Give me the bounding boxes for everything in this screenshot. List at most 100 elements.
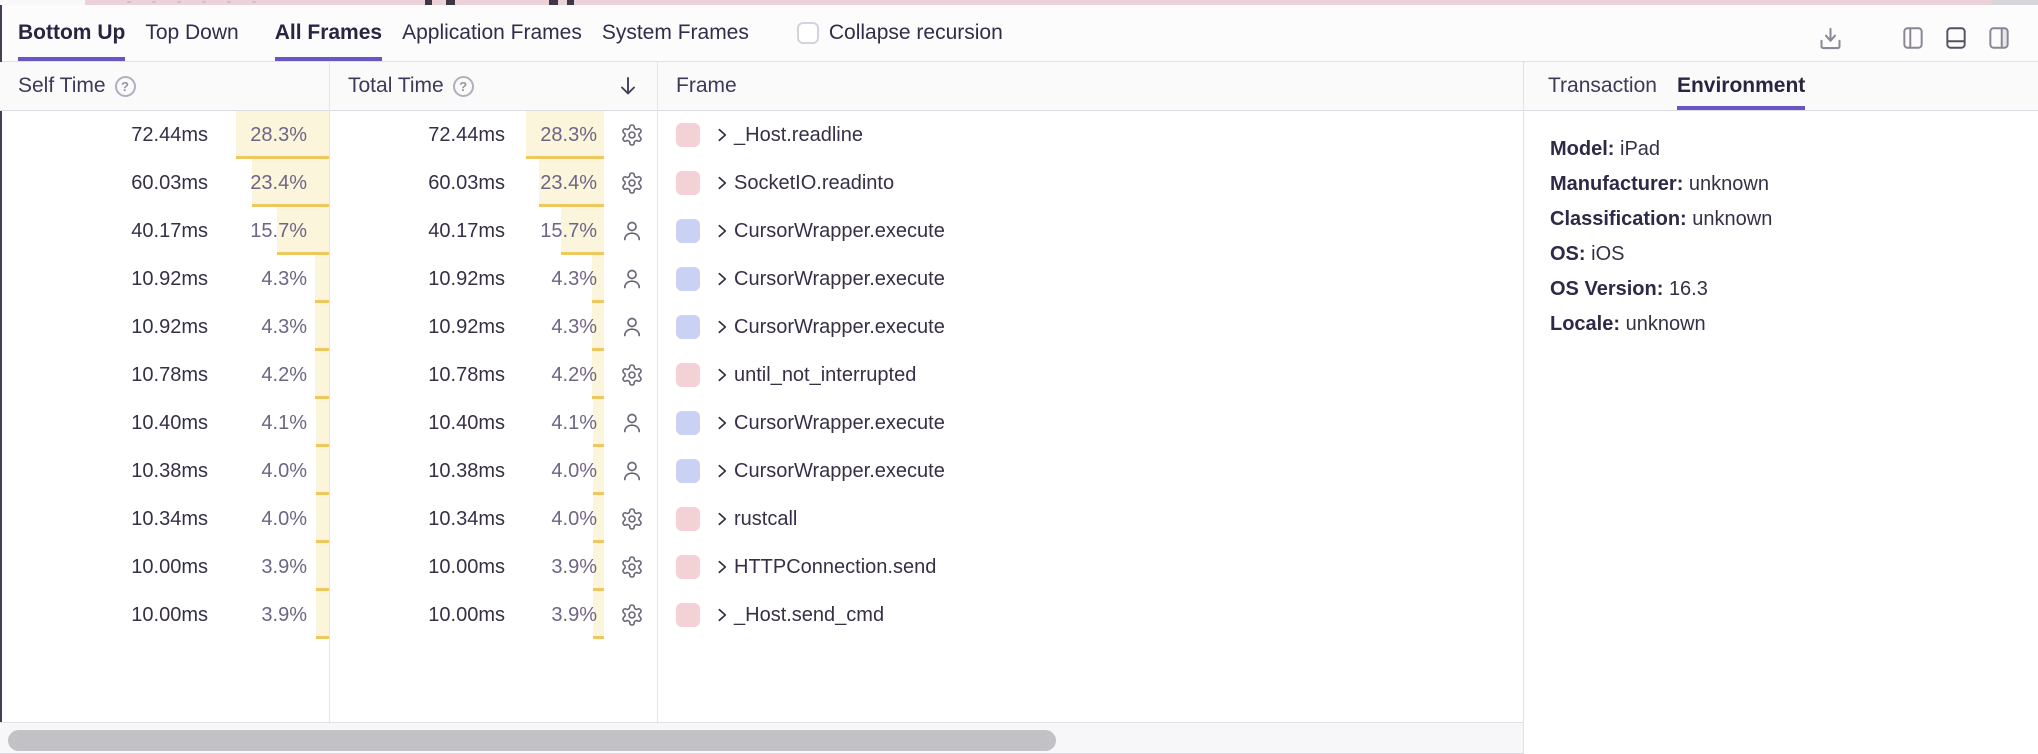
tab-label: Bottom Up: [18, 21, 126, 44]
detail-label: OS Version:: [1550, 278, 1664, 300]
self-time-percent: 4.3%: [261, 316, 307, 338]
self-time-cell: 60.03ms 23.4%: [0, 159, 329, 207]
layout-split-bottom-icon[interactable]: [1943, 24, 1969, 52]
system-frame-gear-icon: [620, 123, 644, 147]
frame-color-swatch: [676, 123, 700, 147]
self-weight-bar: [251, 159, 329, 207]
expand-chevron-icon[interactable]: [714, 127, 730, 143]
self-time-cell: 10.78ms 4.2%: [0, 351, 329, 399]
column-header-self-time[interactable]: Self Time ?: [18, 62, 136, 110]
environment-details: Model: iPad Manufacturer: unknown Classi…: [1524, 111, 2038, 342]
column-divider[interactable]: [329, 62, 330, 722]
horizontal-scrollbar-thumb[interactable]: [8, 730, 1056, 751]
column-header-total-time[interactable]: Total Time ?: [348, 62, 474, 110]
total-time-cell: 10.34ms 4.0%: [330, 495, 657, 543]
minimap-tick: [202, 1, 206, 3]
expand-chevron-icon[interactable]: [714, 511, 730, 527]
frame-name: CursorWrapper.execute: [734, 268, 945, 290]
total-time-cell: 40.17ms 15.7%: [330, 207, 657, 255]
tab-label: Environment: [1676, 74, 1806, 97]
total-time-cell: 60.03ms 23.4%: [330, 159, 657, 207]
self-weight-bar: [315, 447, 329, 495]
self-time-percent: 4.2%: [261, 364, 307, 386]
frame-cell: until_not_interrupted: [658, 351, 1523, 399]
column-header-frame[interactable]: Frame: [676, 62, 737, 110]
expand-chevron-icon[interactable]: [714, 319, 730, 335]
detail-value: unknown: [1688, 173, 1769, 195]
frame-table-row[interactable]: 10.40ms 4.1% 10.40ms 4.1% CursorWrapper.…: [0, 399, 1523, 447]
frame-table-row[interactable]: 10.00ms 3.9% 10.00ms 3.9% _Host.send_cmd: [0, 591, 1523, 639]
detail-value: 16.3: [1668, 278, 1708, 300]
tab-transaction[interactable]: Transaction: [1548, 62, 1657, 110]
detail-label: Model:: [1550, 138, 1615, 160]
frame-table-row[interactable]: 72.44ms 28.3% 72.44ms 28.3% _Host.readli…: [0, 111, 1523, 159]
total-time-cell: 10.38ms 4.0%: [330, 447, 657, 495]
expand-chevron-icon[interactable]: [714, 223, 730, 239]
horizontal-scrollbar-track[interactable]: [0, 723, 1523, 754]
frame-table-row[interactable]: 40.17ms 15.7% 40.17ms 15.7% CursorWrappe…: [0, 207, 1523, 255]
frame-name: _Host.readline: [734, 124, 863, 146]
minimap-tick: [252, 1, 256, 3]
total-weight-bar: [593, 543, 604, 591]
detail-value: unknown: [1692, 208, 1773, 230]
sort-descending-arrow-icon[interactable]: [616, 62, 640, 110]
frame-table-row[interactable]: 10.00ms 3.9% 10.00ms 3.9% HTTPConnection…: [0, 543, 1523, 591]
self-time-percent: 4.0%: [261, 508, 307, 530]
layout-split-right-icon[interactable]: [1986, 24, 2012, 52]
frame-table-row[interactable]: 10.92ms 4.3% 10.92ms 4.3% CursorWrapper.…: [0, 255, 1523, 303]
total-time-value: 10.92ms: [428, 268, 505, 290]
frame-table-row[interactable]: 10.78ms 4.2% 10.78ms 4.2% until_not_inte…: [0, 351, 1523, 399]
self-weight-bar: [314, 255, 329, 303]
frame-table-row[interactable]: 10.38ms 4.0% 10.38ms 4.0% CursorWrapper.…: [0, 447, 1523, 495]
help-circle-icon[interactable]: ?: [114, 75, 136, 97]
self-time-value: 10.78ms: [131, 364, 208, 386]
column-divider[interactable]: [657, 62, 658, 722]
self-time-value: 10.92ms: [131, 316, 208, 338]
frame-cell: CursorWrapper.execute: [658, 207, 1523, 255]
total-weight-bar: [560, 207, 604, 255]
expand-chevron-icon[interactable]: [714, 463, 730, 479]
total-time-cell: 10.00ms 3.9%: [330, 591, 657, 639]
collapse-recursion-checkbox[interactable]: [796, 22, 819, 44]
tab-all-frames[interactable]: All Frames: [274, 5, 383, 61]
frame-table-row[interactable]: 10.34ms 4.0% 10.34ms 4.0% rustcall: [0, 495, 1523, 543]
help-glyph: ?: [121, 78, 129, 94]
frame-table-row[interactable]: 10.92ms 4.3% 10.92ms 4.3% CursorWrapper.…: [0, 303, 1523, 351]
download-icon[interactable]: [1817, 25, 1844, 52]
layout-split-left-icon[interactable]: [1900, 24, 1926, 52]
expand-chevron-icon[interactable]: [714, 367, 730, 383]
frame-table-row[interactable]: 60.03ms 23.4% 60.03ms 23.4% SocketIO.rea…: [0, 159, 1523, 207]
tab-application-frames[interactable]: Application Frames: [402, 5, 582, 61]
expand-chevron-icon[interactable]: [714, 415, 730, 431]
tab-top-down[interactable]: Top Down: [145, 5, 238, 61]
self-time-cell: 10.38ms 4.0%: [0, 447, 329, 495]
table-bottom-border: [0, 722, 1523, 723]
expand-chevron-icon[interactable]: [714, 175, 730, 191]
total-time-value: 72.44ms: [428, 124, 505, 146]
self-weight-bar: [315, 399, 329, 447]
tab-bottom-up[interactable]: Bottom Up: [18, 5, 126, 61]
minimap-segment: [1992, 0, 2038, 5]
self-time-percent: 4.3%: [261, 268, 307, 290]
frame-color-swatch: [676, 315, 700, 339]
detail-row-os: OS: iOS: [1550, 237, 2038, 272]
tab-environment[interactable]: Environment: [1676, 62, 1806, 110]
frame-table-header: Self Time ? Total Time ? Frame: [0, 62, 1523, 111]
tab-system-frames[interactable]: System Frames: [602, 5, 749, 61]
minimap-strip[interactable]: [0, 0, 2038, 5]
panel-edge-divider[interactable]: [0, 5, 2, 723]
frame-name: HTTPConnection.send: [734, 556, 937, 578]
total-time-percent: 28.3%: [540, 124, 597, 146]
self-time-percent: 4.1%: [261, 412, 307, 434]
expand-chevron-icon[interactable]: [714, 559, 730, 575]
self-time-value: 72.44ms: [131, 124, 208, 146]
total-time-percent: 4.3%: [551, 268, 597, 290]
total-time-cell: 10.92ms 4.3%: [330, 255, 657, 303]
frame-color-swatch: [676, 507, 700, 531]
total-time-cell: 10.00ms 3.9%: [330, 543, 657, 591]
expand-chevron-icon[interactable]: [714, 271, 730, 287]
system-frame-gear-icon: [620, 507, 644, 531]
expand-chevron-icon[interactable]: [714, 607, 730, 623]
help-circle-icon[interactable]: ?: [452, 75, 474, 97]
tab-label: All Frames: [274, 21, 383, 44]
